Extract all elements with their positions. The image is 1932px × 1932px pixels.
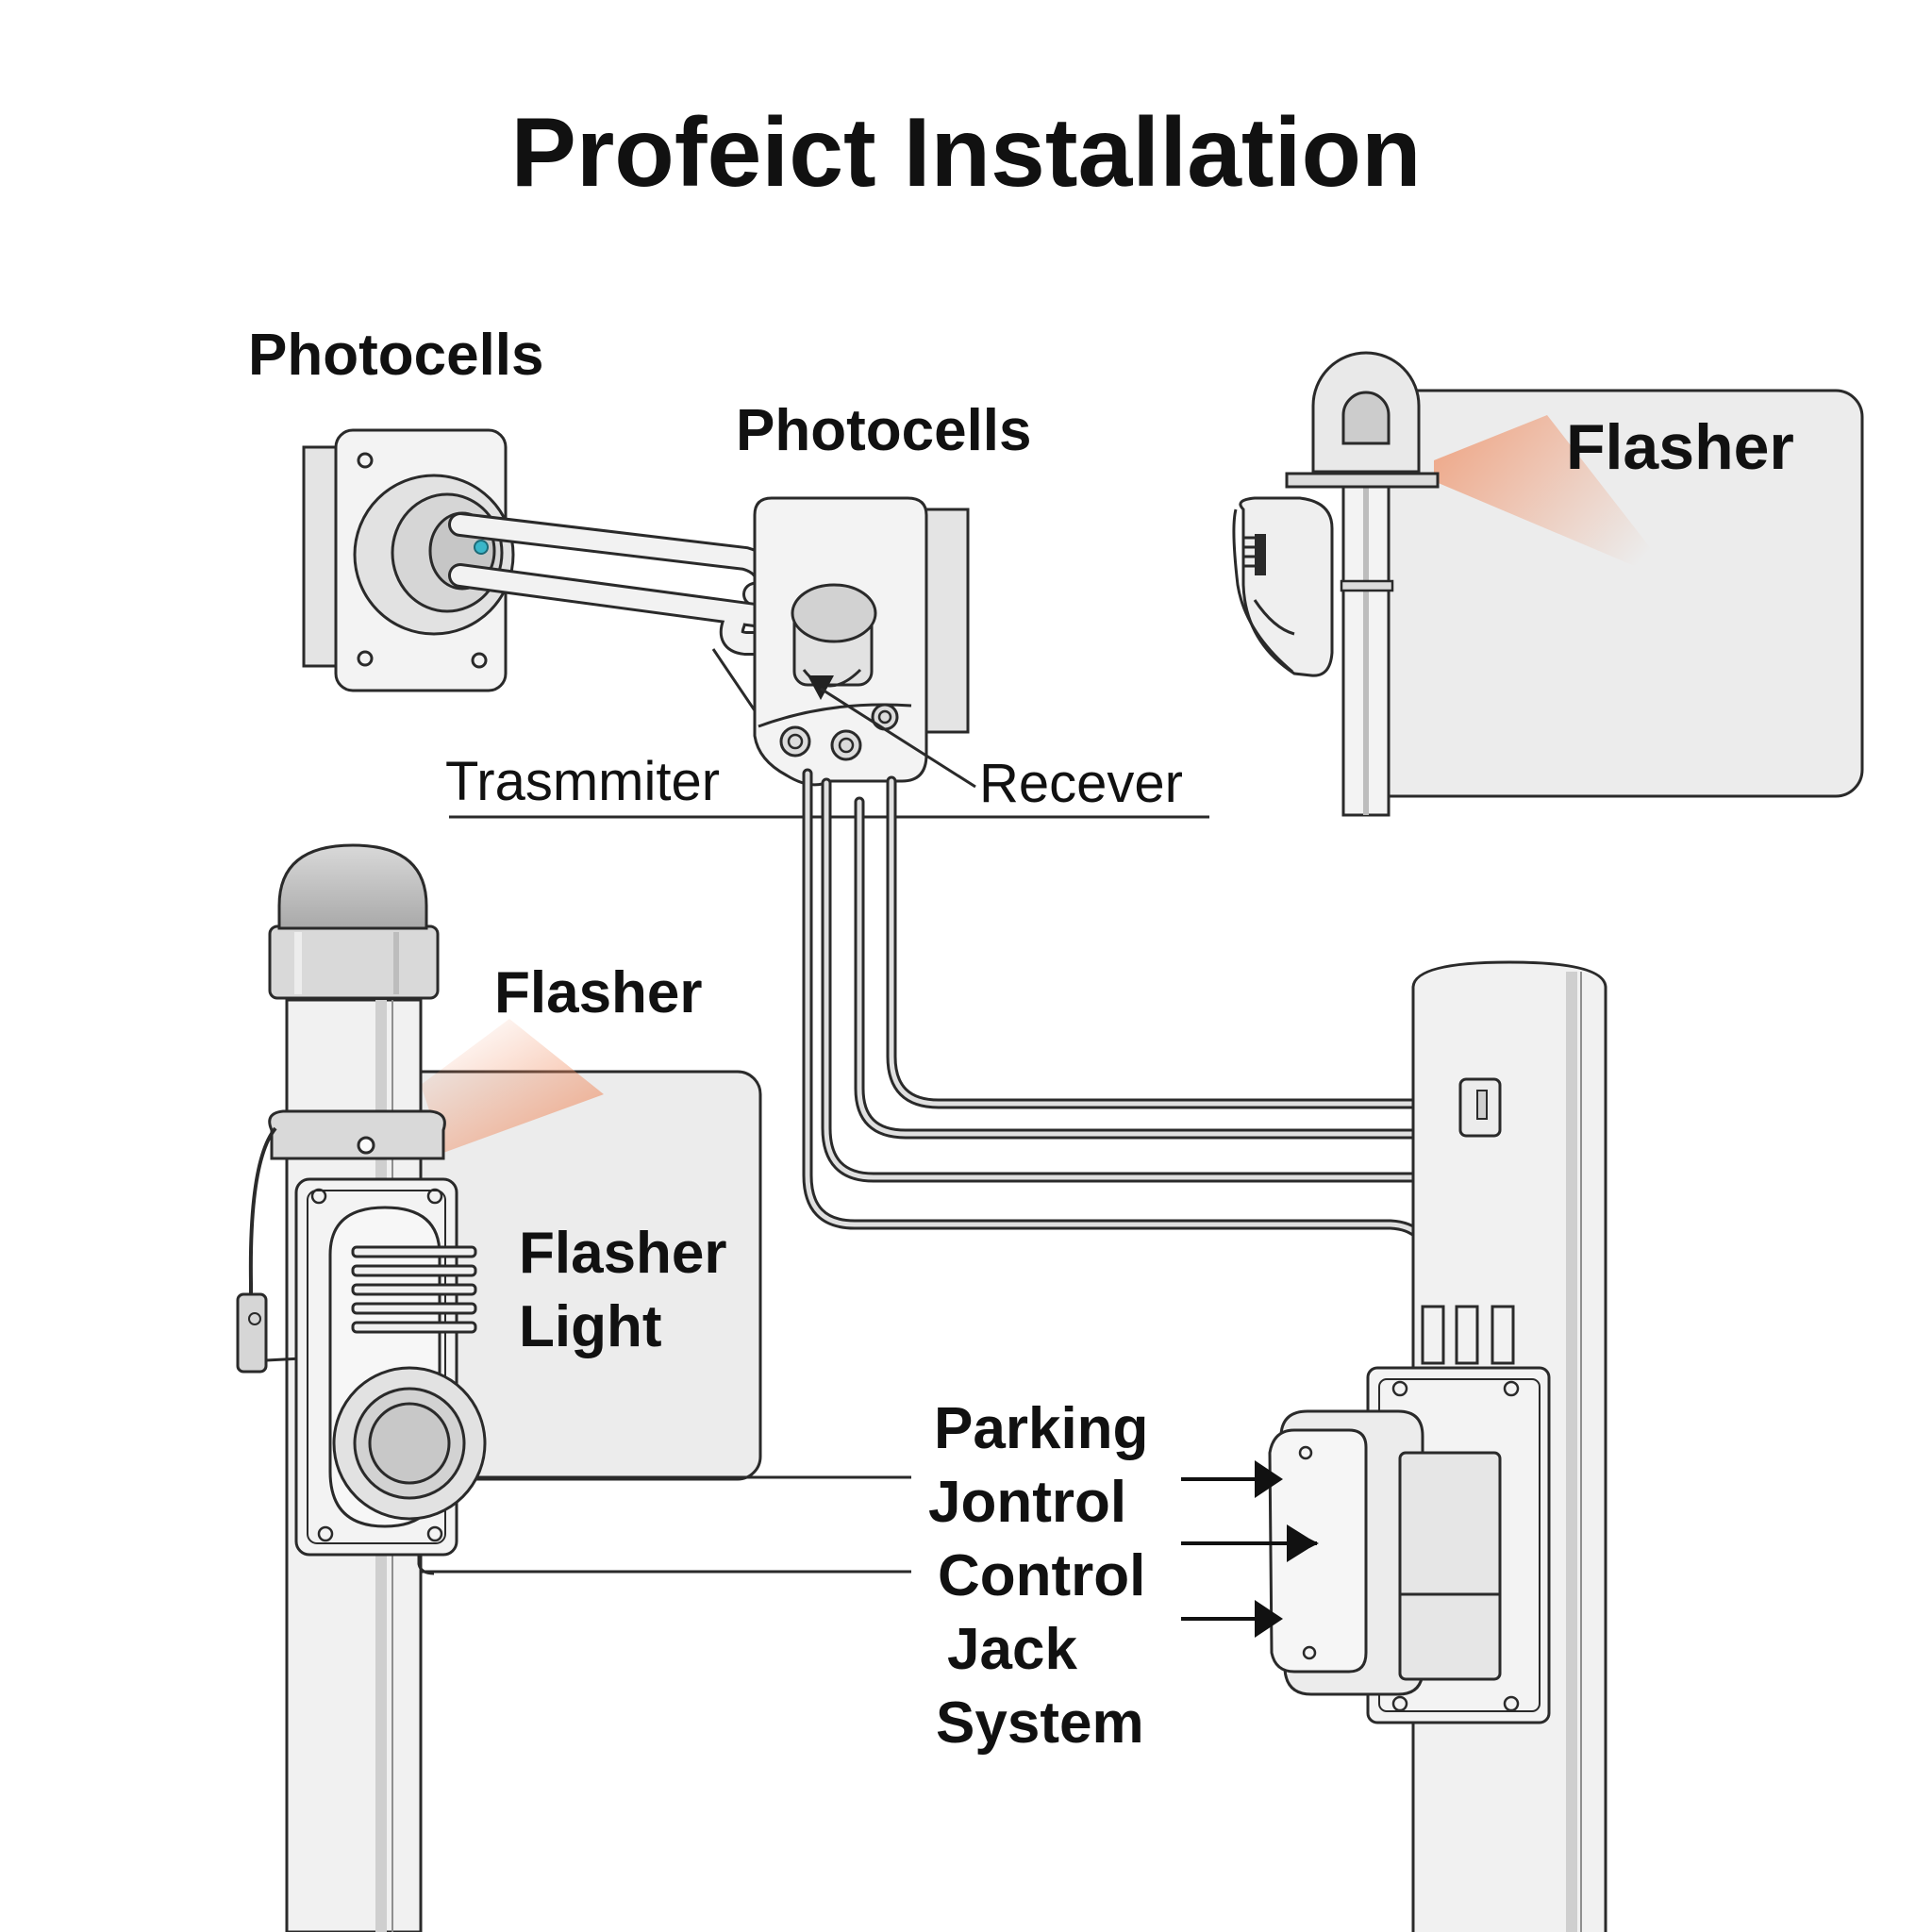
- control-box: [1268, 1305, 1551, 1724]
- page-title: Profeict Installation: [510, 98, 1422, 208]
- photocell-transmitter: [302, 428, 515, 692]
- flasher-light-panel: [394, 1019, 911, 1574]
- cable-bundle: [802, 768, 1507, 1317]
- control-arrows: [1181, 1460, 1319, 1638]
- label-control-system-line-2: Jontrol: [928, 1470, 1127, 1535]
- label-control-system-line-3: Control: [938, 1543, 1146, 1608]
- label-control-system: Parking Jontrol Control Jack System: [928, 1392, 1148, 1760]
- label-control-system-line-5: System: [936, 1690, 1144, 1756]
- flasher-light-unit: [236, 1109, 487, 1575]
- label-receiver: Recever: [979, 753, 1183, 814]
- label-flasher-light-line-1: Flasher: [519, 1221, 727, 1286]
- label-control-system-line-1: Parking: [934, 1396, 1149, 1461]
- photocell-receiver: [753, 496, 970, 787]
- label-control-system-line-4: Jack: [947, 1617, 1077, 1682]
- flasher-beam-mid: [421, 1019, 604, 1153]
- pole-top-right: [1285, 351, 1440, 817]
- label-photocells-left: Photocells: [248, 323, 544, 388]
- label-flasher-light-line-2: Light: [519, 1294, 662, 1359]
- label-flasher-light: Flasher Light: [519, 1217, 727, 1364]
- label-photocells-center: Photocells: [736, 398, 1032, 463]
- label-transmitter: Trasmmiter: [445, 751, 721, 812]
- label-flasher-mid-left: Flasher: [494, 960, 703, 1025]
- flasher-beam-top: [1434, 415, 1679, 585]
- label-flasher-top-right: Flasher: [1566, 411, 1794, 483]
- flasher-unit-top-right: [1232, 496, 1334, 677]
- flasher-panel-top-right: [1349, 389, 1864, 798]
- photocell-indicator: [474, 540, 489, 555]
